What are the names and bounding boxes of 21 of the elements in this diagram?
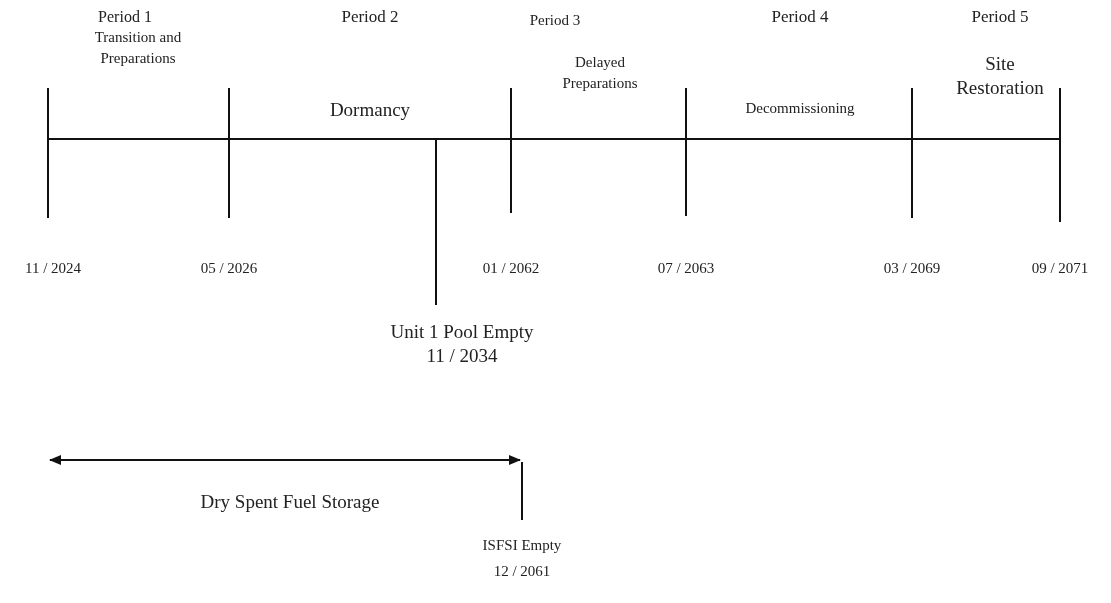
phase-name: Decommissioning [744, 99, 856, 118]
date-label: 05 / 2026 [199, 259, 259, 278]
date-label: 09 / 2071 [1030, 259, 1090, 278]
date-label: 11 / 2024 [23, 259, 83, 278]
milestone-label: Unit 1 Pool Empty [389, 320, 535, 344]
date-label: 01 / 2062 [481, 259, 541, 278]
period-heading: Period 1 [97, 7, 153, 27]
period-heading: Period 4 [770, 6, 830, 27]
phase-name: Dormancy [328, 98, 412, 122]
date-label: 07 / 2063 [656, 259, 716, 278]
span-label: Dry Spent Fuel Storage [199, 490, 381, 514]
phase-name: Transition and Preparations [93, 28, 183, 68]
period-heading: Period 5 [970, 6, 1030, 27]
milestone-label: ISFSI Empty [481, 536, 563, 555]
phase-name: Delayed Preparations [561, 53, 639, 93]
period-heading: Period 2 [340, 6, 400, 27]
phase-name: Site Restoration [955, 52, 1045, 100]
date-label: 11 / 2034 [425, 344, 499, 368]
date-label: 03 / 2069 [882, 259, 942, 278]
period-heading: Period 3 [528, 11, 582, 30]
date-label: 12 / 2061 [492, 562, 552, 581]
